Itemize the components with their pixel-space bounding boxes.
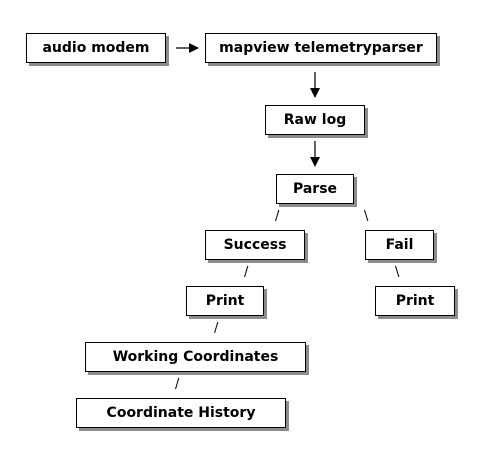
node-raw-log: Raw log [265, 105, 365, 135]
node-parse: Parse [276, 174, 354, 204]
branch-mark-parse-success: / [275, 209, 280, 224]
node-working-coordinates: Working Coordinates [85, 342, 306, 372]
node-mapview-telemetryparser: mapview telemetryparser [205, 33, 437, 63]
branch-mark-parse-fail: \ [364, 209, 369, 224]
node-audio-modem: audio modem [26, 33, 166, 63]
node-success: Success [205, 230, 305, 260]
branch-mark-print-working: / [214, 321, 219, 336]
branch-mark-working-history: / [175, 377, 180, 392]
node-coordinate-history: Coordinate History [76, 398, 286, 428]
branch-mark-success-print: / [244, 265, 249, 280]
node-fail: Fail [365, 230, 434, 260]
node-print-fail: Print [375, 286, 455, 316]
node-print-success: Print [186, 286, 264, 316]
branch-mark-fail-print: \ [395, 265, 400, 280]
